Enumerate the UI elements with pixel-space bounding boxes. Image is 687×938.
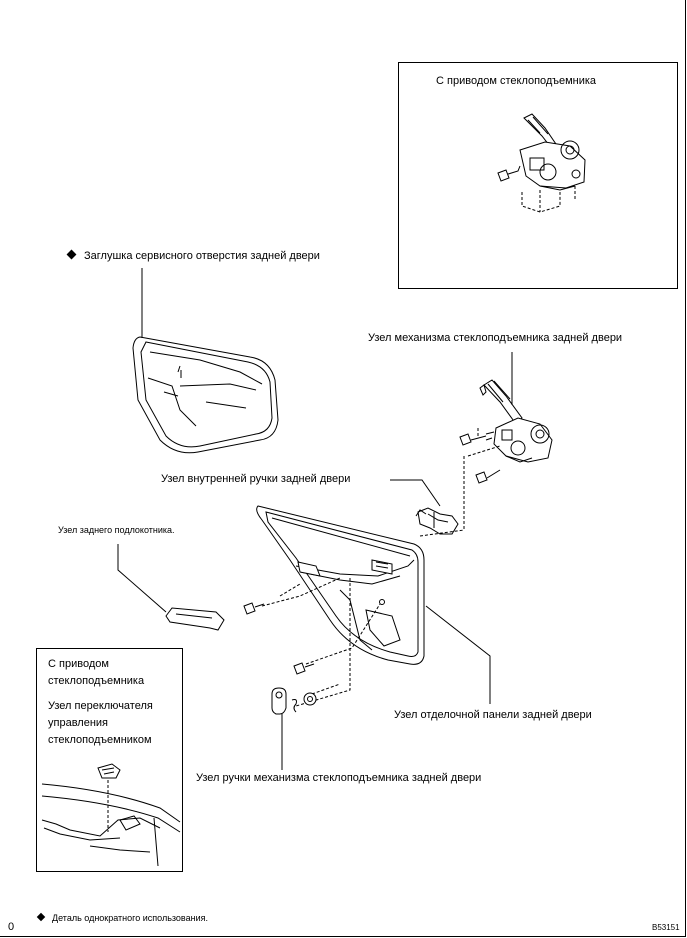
inset-box-bottom: [36, 648, 183, 872]
power-regulator-drawing: [497, 113, 586, 213]
label-with-regulator-top: С приводом стеклоподъемника: [436, 75, 597, 87]
label-regulator-assembly: Узел механизма стеклоподъемника задней д…: [368, 332, 623, 344]
label-trim-panel: Узел отделочной панели задней двери: [394, 709, 592, 721]
label-regulator-handle: Узел ручки механизма стеклоподъемника за…: [196, 772, 482, 784]
leader-inner-handle: [390, 479, 441, 507]
regulator-assembly-drawing: [459, 379, 553, 530]
washer-drawing: [303, 692, 317, 706]
leader-armrest: [117, 544, 167, 613]
screw-bottom: [293, 662, 315, 675]
non-reusable-mark-icon: [66, 249, 77, 260]
door-trim-panel-drawing: [256, 505, 425, 665]
non-reusable-legend-icon: [36, 912, 46, 922]
inner-handle-drawing: [415, 507, 459, 535]
leader-trim-panel: [425, 605, 491, 704]
screw-left: [243, 602, 265, 615]
label-inner-handle: Узел внутренней ручки задней двери: [161, 473, 351, 485]
switch-inset-drawing: [41, 763, 181, 867]
armrest-drawing: [165, 607, 225, 631]
legend-non-reusable: Деталь однократного использования.: [36, 912, 208, 924]
service-hole-cover-drawing: [132, 336, 279, 454]
page-number: 0: [8, 921, 15, 933]
inset-box-top: [398, 62, 678, 289]
label-service-hole-cover: Заглушка сервисного отверстия задней две…: [66, 249, 320, 264]
label-armrest: Узел заднего подлокотника.: [58, 525, 175, 535]
regulator-handle-drawing: [271, 687, 287, 715]
label-with-regulator-inset: С приводом стеклоподъемника: [48, 658, 145, 687]
assembly-lines: [261, 529, 465, 707]
clip-drawing: [291, 699, 297, 713]
figure-code: B53151: [652, 923, 680, 932]
label-switch-assembly: Узел переключателя управления стеклоподъ…: [48, 700, 153, 746]
